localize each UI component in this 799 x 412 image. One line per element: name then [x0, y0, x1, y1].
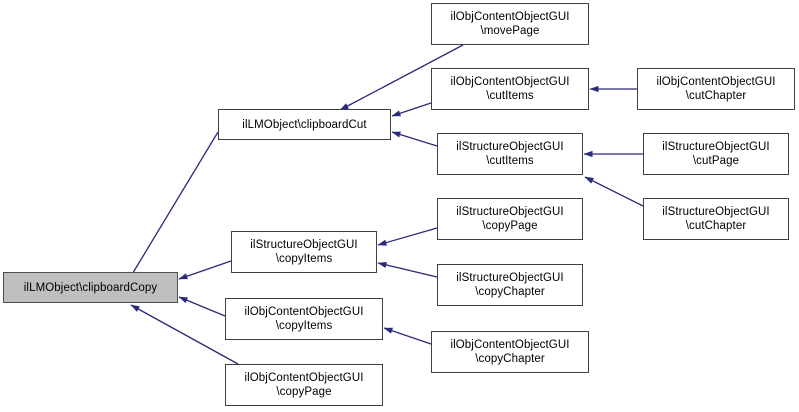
- graph-edge-structCopyChapter-to-structCopyItems: [377, 261, 438, 278]
- graph-node-label: ilStructureObjectGUI \copyPage: [456, 206, 564, 232]
- graph-node-objCopyItems[interactable]: ilObjContentObjectGUI \copyItems: [225, 298, 383, 340]
- graph-edge-objCopyPage-to-clipboardCopy: [130, 304, 239, 365]
- graph-node-label: ilStructureObjectGUI \copyItems: [250, 239, 358, 265]
- graph-node-label: ilObjContentObjectGUI \cutItems: [450, 76, 570, 102]
- graph-edge-objCopyItems-to-clipboardCopy: [178, 296, 226, 317]
- graph-edge-structCutChapter-to-structCutItems: [584, 176, 644, 207]
- graph-node-objCutItems[interactable]: ilObjContentObjectGUI \cutItems: [431, 68, 589, 110]
- graph-edge-clipboardCut-to-clipboardCopy: [127, 131, 219, 282]
- graph-node-label: ilLMObject\clipboardCut: [242, 118, 367, 131]
- graph-node-label: ilStructureObjectGUI \cutItems: [456, 141, 564, 167]
- graph-node-label: ilObjContentObjectGUI \movePage: [450, 11, 570, 37]
- graph-node-label: ilObjContentObjectGUI \cutChapter: [656, 76, 776, 102]
- graph-edge-structCutItems-to-clipboardCut: [391, 131, 438, 147]
- graph-node-structCutItems[interactable]: ilStructureObjectGUI \cutItems: [437, 133, 583, 175]
- graph-node-structCutChapter[interactable]: ilStructureObjectGUI \cutChapter: [643, 198, 789, 240]
- graph-node-structCopyChapter[interactable]: ilStructureObjectGUI \copyChapter: [437, 264, 583, 306]
- graph-node-objCopyChapter[interactable]: ilObjContentObjectGUI \copyChapter: [431, 331, 589, 373]
- graph-node-clipboardCut[interactable]: ilLMObject\clipboardCut: [218, 109, 391, 140]
- graph-edge-movePage-to-clipboardCut: [339, 44, 464, 111]
- graph-node-clipboardCopy[interactable]: ilLMObject\clipboardCopy: [3, 272, 178, 303]
- graph-node-objCutChapter[interactable]: ilObjContentObjectGUI \cutChapter: [637, 68, 795, 110]
- graph-node-label: ilObjContentObjectGUI \copyPage: [244, 372, 364, 398]
- graph-node-structCutPage[interactable]: ilStructureObjectGUI \cutPage: [643, 133, 789, 175]
- graph-node-objCopyPage[interactable]: ilObjContentObjectGUI \copyPage: [225, 364, 383, 406]
- graph-node-label: ilLMObject\clipboardCopy: [23, 281, 158, 294]
- graph-node-movePage[interactable]: ilObjContentObjectGUI \movePage: [431, 3, 589, 45]
- graph-edge-objCutItems-to-clipboardCut: [391, 102, 432, 117]
- graph-edges: [127, 44, 644, 365]
- graph-node-label: ilObjContentObjectGUI \copyChapter: [450, 339, 570, 365]
- graph-node-structCopyItems[interactable]: ilStructureObjectGUI \copyItems: [231, 231, 377, 273]
- graph-edge-objCopyChapter-to-objCopyItems: [383, 327, 432, 345]
- graph-edge-structCopyPage-to-structCopyItems: [377, 227, 438, 246]
- graph-node-structCopyPage[interactable]: ilStructureObjectGUI \copyPage: [437, 198, 583, 240]
- graph-edge-structCopyItems-to-clipboardCopy: [178, 260, 232, 280]
- graph-node-label: ilStructureObjectGUI \copyChapter: [456, 272, 564, 298]
- graph-node-label: ilStructureObjectGUI \cutChapter: [662, 206, 770, 232]
- graph-node-label: ilObjContentObjectGUI \copyItems: [244, 306, 364, 332]
- graph-node-label: ilStructureObjectGUI \cutPage: [662, 141, 770, 167]
